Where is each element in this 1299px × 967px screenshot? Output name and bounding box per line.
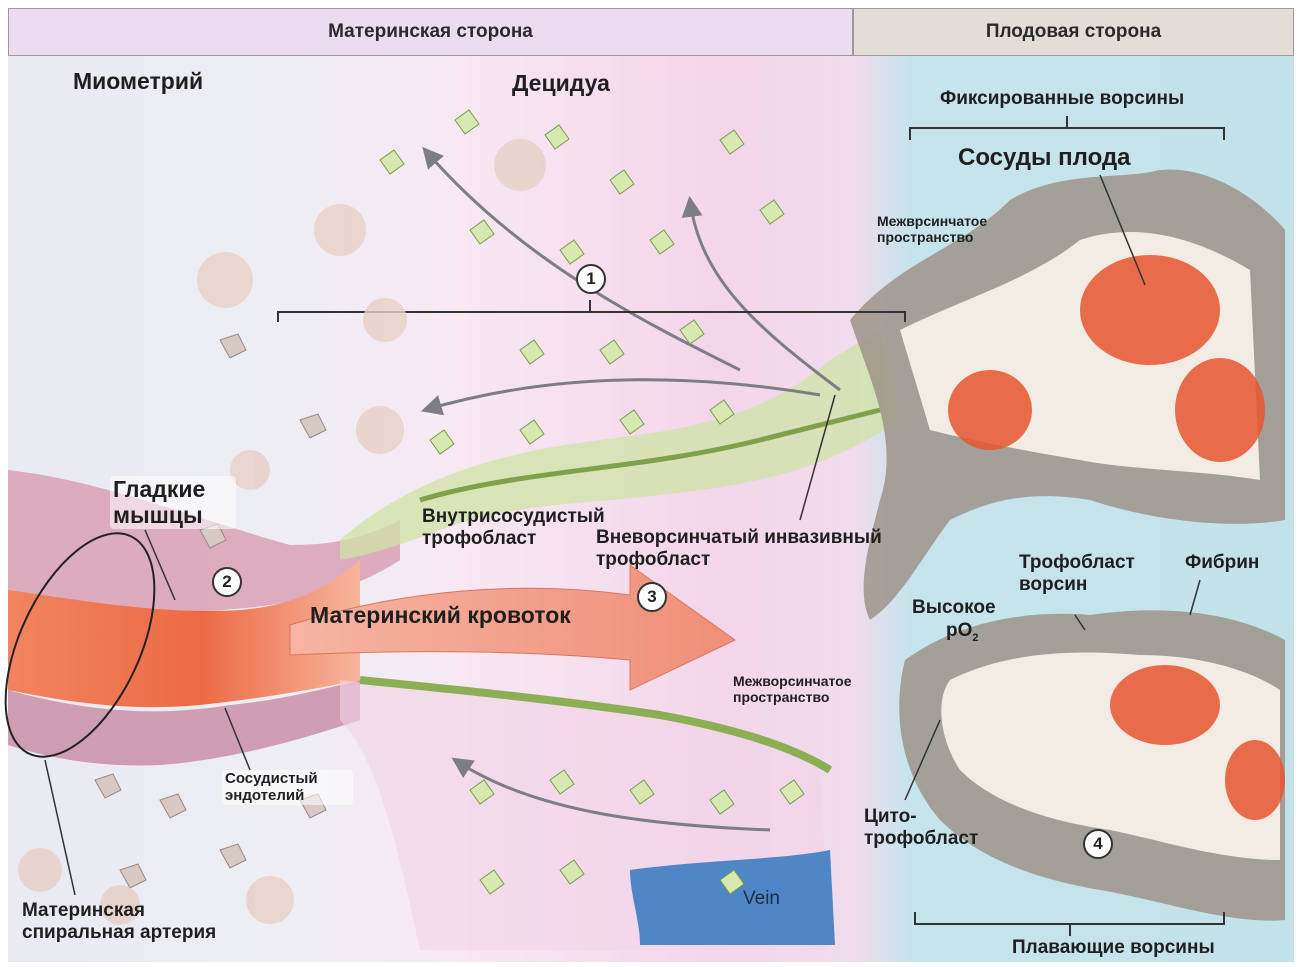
fibrin-label: Фибрин xyxy=(1185,552,1259,574)
fetal-side-header: Плодовая сторона xyxy=(853,8,1294,56)
fetal-vessel-2 xyxy=(948,370,1032,450)
floating-villi-label: Плавающие ворсины xyxy=(1012,937,1215,959)
maternal-blood-flow-label: Материнский кровоток xyxy=(310,602,571,628)
po2-label: pO2 xyxy=(946,620,979,644)
fetal-vessel-4 xyxy=(1110,665,1220,745)
myometrium-label: Миометрий xyxy=(73,68,203,94)
extravillous-trophoblast-label: Вневорсинчатый инвазивный трофобласт xyxy=(596,527,896,571)
marker-3: 3 xyxy=(637,582,667,612)
marker-2: 2 xyxy=(212,567,242,597)
fetal-vessel-1 xyxy=(1080,255,1220,365)
po2-subscript: 2 xyxy=(972,632,978,644)
maternal-side-header: Материнская сторона xyxy=(8,8,853,56)
po2-text: pO xyxy=(946,620,972,641)
marker-1: 1 xyxy=(576,264,606,294)
smooth-muscle-label: Гладкие мышцы xyxy=(110,476,236,529)
spiral-artery-label: Материнская спиральная артерия xyxy=(22,900,262,944)
fetal-vessel-5 xyxy=(1225,740,1285,820)
decidua-label: Децидуа xyxy=(512,70,610,96)
vascular-endothelium-label: Сосудистый эндотелий xyxy=(222,770,353,805)
intervillous-space-top-label: Межврсинчатое пространство xyxy=(877,213,1027,245)
marker-4: 4 xyxy=(1083,829,1113,859)
intervillous-space-bottom-label: Межворсинчатое пространство xyxy=(733,673,893,705)
anchoring-villi-label: Фиксированные ворсины xyxy=(940,88,1184,110)
vein-label: Vein xyxy=(743,888,780,910)
villous-trophoblast-label: Трофобласт ворсин xyxy=(1019,552,1159,596)
fetal-vessels-label: Сосуды плода xyxy=(958,144,1131,172)
fetal-vessel-3 xyxy=(1175,358,1265,462)
cytotrophoblast-label: Цито-трофобласт xyxy=(864,806,1004,850)
high-po2-label: Высокое xyxy=(912,597,996,619)
